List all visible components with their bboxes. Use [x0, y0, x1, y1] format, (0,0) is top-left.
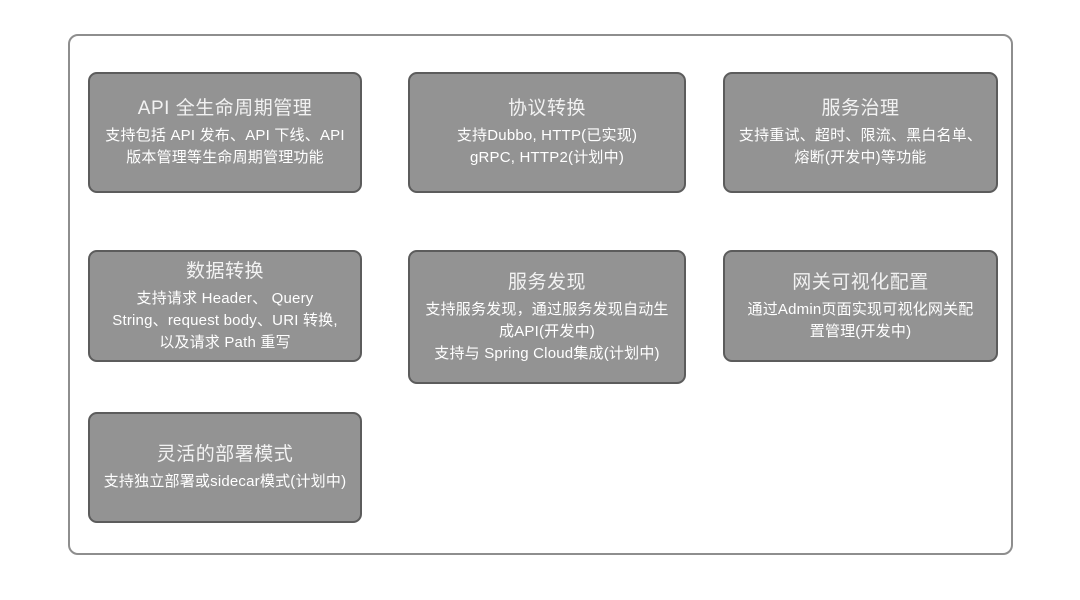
- card-body: 支持请求 Header、 Query String、request body、U…: [112, 288, 337, 354]
- feature-card-gateway-visual-config[interactable]: 网关可视化配置 通过Admin页面实现可视化网关配 置管理(开发中): [723, 250, 998, 362]
- card-body-line: 置管理(开发中): [809, 322, 912, 340]
- card-body-line: 支持包括 API 发布、API 下线、API: [105, 127, 345, 144]
- card-title: 服务治理: [821, 98, 900, 119]
- diagram-outer-frame: API 全生命周期管理 支持包括 API 发布、API 下线、API 版本管理等…: [68, 34, 1013, 555]
- card-body-line: 版本管理等生命周期管理功能: [126, 149, 324, 166]
- card-title: 灵活的部署模式: [156, 444, 294, 465]
- card-body-line: 熔断(开发中)等功能: [794, 149, 927, 166]
- feature-card-protocol-conversion[interactable]: 协议转换 支持Dubbo, HTTP(已实现) gRPC, HTTP2(计划中): [408, 72, 686, 193]
- card-body: 支持服务发现，通过服务发现自动生 成API(开发中) 支持与 Spring Cl…: [425, 299, 668, 365]
- card-body-line: String、request body、URI 转换,: [112, 311, 338, 329]
- card-body-line: 支持重试、超时、限流、黑白名单、: [738, 127, 983, 144]
- card-body: 支持重试、超时、限流、黑白名单、 熔断(开发中)等功能: [739, 125, 982, 169]
- card-body-line: 支持Dubbo, HTTP(已实现): [456, 127, 638, 144]
- card-body: 支持包括 API 发布、API 下线、API 版本管理等生命周期管理功能: [105, 125, 344, 169]
- card-body: 支持Dubbo, HTTP(已实现) gRPC, HTTP2(计划中): [457, 125, 637, 169]
- feature-card-api-lifecycle[interactable]: API 全生命周期管理 支持包括 API 发布、API 下线、API 版本管理等…: [88, 72, 362, 193]
- card-body-line: gRPC, HTTP2(计划中): [469, 149, 625, 166]
- feature-card-data-transformation[interactable]: 数据转换 支持请求 Header、 Query String、request b…: [88, 250, 362, 362]
- card-body-line: 以及请求 Path 重写: [159, 333, 291, 351]
- card-title: 数据转换: [185, 260, 264, 282]
- card-title: 协议转换: [507, 98, 586, 119]
- card-body-line: 支持独立部署或sidecar模式(计划中): [103, 473, 347, 490]
- card-title: 服务发现: [507, 271, 586, 293]
- feature-card-flexible-deployment[interactable]: 灵活的部署模式 支持独立部署或sidecar模式(计划中): [88, 412, 362, 523]
- card-title: 网关可视化配置: [792, 271, 929, 293]
- feature-card-service-discovery[interactable]: 服务发现 支持服务发现，通过服务发现自动生 成API(开发中) 支持与 Spri…: [408, 250, 686, 384]
- card-body: 支持独立部署或sidecar模式(计划中): [104, 471, 347, 493]
- card-body-line: 支持与 Spring Cloud集成(计划中): [434, 344, 660, 362]
- card-title: API 全生命周期管理: [137, 98, 313, 119]
- card-body-line: 支持服务发现，通过服务发现自动生: [425, 300, 669, 318]
- feature-card-grid: API 全生命周期管理 支持包括 API 发布、API 下线、API 版本管理等…: [70, 36, 1015, 557]
- card-body-line: 成API(开发中): [499, 322, 595, 340]
- card-body: 通过Admin页面实现可视化网关配 置管理(开发中): [748, 299, 974, 343]
- card-body-line: 通过Admin页面实现可视化网关配: [747, 300, 974, 318]
- card-body-line: 支持请求 Header、 Query: [136, 289, 314, 307]
- feature-card-service-governance[interactable]: 服务治理 支持重试、超时、限流、黑白名单、 熔断(开发中)等功能: [723, 72, 998, 193]
